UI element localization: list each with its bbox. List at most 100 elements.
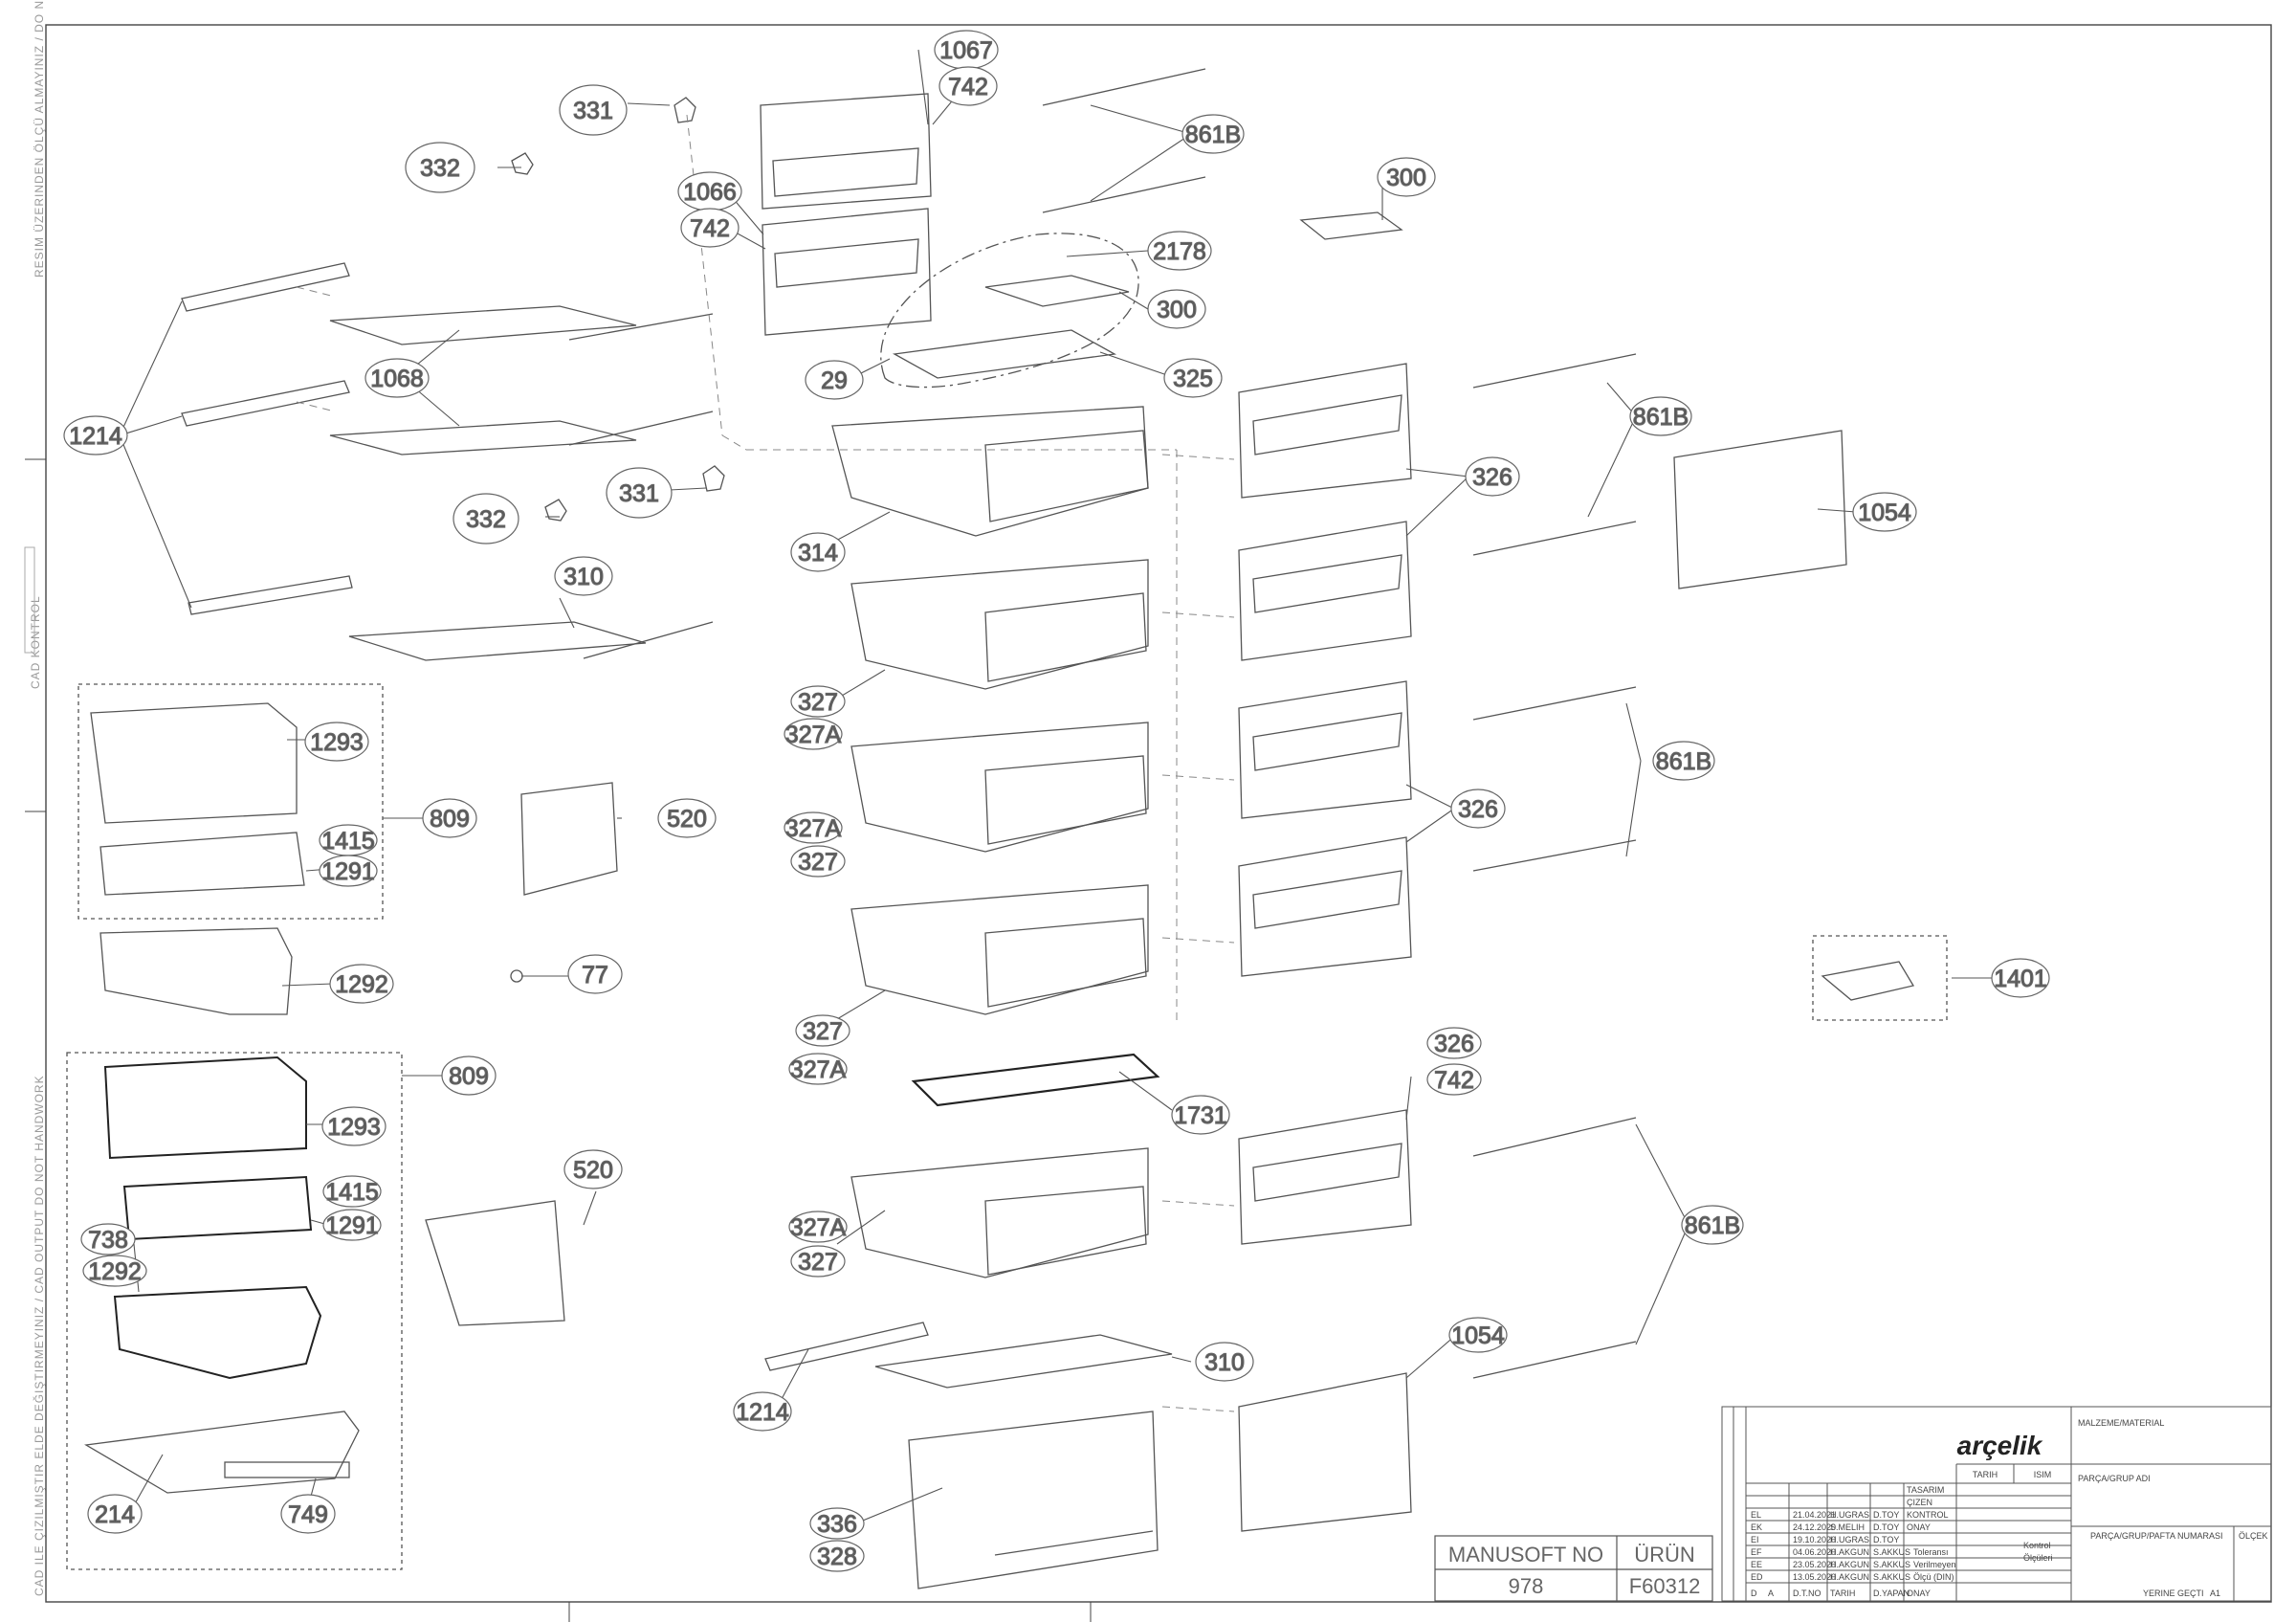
svg-text:327: 327: [798, 849, 838, 876]
manusoft-number: 978: [1509, 1574, 1544, 1598]
svg-text:H.UGRAS: H.UGRAS: [1830, 1535, 1869, 1544]
svg-text:D.YAPAN: D.YAPAN: [1873, 1589, 1910, 1598]
svg-text:326: 326: [1434, 1031, 1474, 1057]
glass-shelf-1: [329, 305, 637, 345]
svg-text:24.12.2020: 24.12.2020: [1793, 1522, 1836, 1532]
callout-1731: 1731: [1171, 1095, 1230, 1135]
callout-77: 77: [567, 954, 623, 994]
svg-text:04.06.2020: 04.06.2020: [1793, 1547, 1836, 1557]
svg-text:S.MELIH: S.MELIH: [1830, 1522, 1865, 1532]
svg-text:D: D: [1751, 1589, 1757, 1598]
group-box-809-upper: [77, 683, 384, 920]
callout-1214: 1214: [733, 1391, 792, 1432]
svg-text:326: 326: [1458, 796, 1498, 823]
svg-text:325: 325: [1173, 366, 1213, 392]
svg-text:D.T.NO: D.T.NO: [1793, 1589, 1821, 1598]
callout-1066: 1066: [677, 171, 742, 211]
svg-text:331: 331: [573, 98, 613, 124]
callout-331: 331: [606, 467, 673, 519]
svg-text:2178: 2178: [1153, 238, 1206, 265]
callout-bubbles: 1067 742 331 332 861B 300 1066 742 2178 …: [63, 30, 2050, 1572]
clip-332-top: [511, 152, 534, 175]
role-approve: ONAY: [1907, 1522, 1931, 1532]
knob-77: [510, 969, 523, 983]
clip-332-mid: [544, 499, 567, 522]
callout-1415: 1415: [322, 1175, 382, 1208]
svg-text:861B: 861B: [1656, 748, 1711, 775]
svg-text:A: A: [1768, 1589, 1774, 1598]
callout-861B: 861B: [1181, 114, 1245, 154]
callout-1293: 1293: [304, 722, 369, 762]
svg-text:1293: 1293: [327, 1114, 381, 1141]
panel-520-lower: [425, 1200, 565, 1326]
callout-1291: 1291: [322, 1209, 382, 1241]
callout-29: 29: [805, 360, 864, 400]
svg-text:310: 310: [1204, 1349, 1245, 1376]
svg-text:327: 327: [803, 1018, 843, 1045]
svg-text:1054: 1054: [1451, 1322, 1505, 1349]
footer-row: D A D.T.NO TARIH D.YAPAN ONAY: [1751, 1589, 1931, 1598]
svg-text:H.AKGUN: H.AKGUN: [1830, 1547, 1869, 1557]
drawer-327-d: [850, 1147, 1149, 1278]
callout-1291: 1291: [319, 855, 378, 887]
column-date: TARIH: [1973, 1470, 1998, 1479]
svg-text:D.TOY: D.TOY: [1873, 1535, 1899, 1544]
callout-809: 809: [441, 1055, 497, 1096]
callout-310: 310: [1195, 1342, 1254, 1382]
callout-326: 326: [1465, 456, 1520, 497]
column-name: ISIM: [2034, 1470, 2052, 1479]
role-check: KONTROL: [1907, 1510, 1949, 1520]
svg-text:TARIH: TARIH: [1830, 1589, 1855, 1598]
callout-1292: 1292: [82, 1255, 147, 1287]
callout-1415: 1415: [319, 824, 378, 856]
svg-text:310: 310: [563, 564, 604, 590]
svg-text:300: 300: [1386, 165, 1426, 191]
role-design: TASARIM: [1907, 1485, 1944, 1495]
scale-label: ÖLÇEK: [2239, 1531, 2268, 1541]
svg-text:327A: 327A: [785, 722, 842, 748]
role-draw: ÇIZEN: [1907, 1498, 1932, 1507]
callout-1293: 1293: [321, 1106, 386, 1146]
brand-logo: arçelik: [1957, 1431, 2043, 1460]
callout-325: 325: [1163, 358, 1223, 398]
svg-text:742: 742: [1434, 1067, 1474, 1094]
callout-738: 738: [80, 1223, 136, 1255]
callout-314: 314: [790, 532, 846, 572]
svg-text:214: 214: [95, 1501, 135, 1528]
callout-326: 326: [1426, 1027, 1482, 1059]
door-bin-1067: [760, 93, 932, 210]
svg-text:Ölçüleri: Ölçüleri: [2023, 1553, 2053, 1563]
callout-861B: 861B: [1652, 741, 1715, 781]
callout-520: 520: [657, 798, 717, 838]
svg-text:326: 326: [1472, 464, 1512, 491]
callout-1292: 1292: [329, 964, 394, 1004]
svg-text:ONAY: ONAY: [1907, 1589, 1931, 1598]
svg-text:327A: 327A: [790, 1056, 847, 1083]
svg-text:738: 738: [88, 1227, 128, 1254]
svg-text:H.UGRAS: H.UGRAS: [1830, 1510, 1869, 1520]
callout-2178: 2178: [1147, 231, 1212, 271]
part-name-label: PARÇA/GRUP ADI: [2078, 1474, 2151, 1483]
svg-text:ED: ED: [1751, 1572, 1763, 1582]
drawer-327-a: [850, 559, 1149, 690]
callout-1214: 1214: [63, 415, 128, 455]
shelf-rail-1214-lower: [764, 1322, 929, 1371]
svg-text:1292: 1292: [335, 971, 388, 998]
door-bins-326: [1238, 363, 1412, 1532]
svg-text:EK: EK: [1751, 1522, 1762, 1532]
drawer-327-b: [850, 722, 1149, 853]
callout-742: 742: [938, 66, 998, 106]
callout-328: 328: [809, 1540, 865, 1572]
svg-text:1066: 1066: [683, 179, 737, 206]
svg-text:Ölçü (DIN): Ölçü (DIN): [1913, 1572, 1954, 1582]
svg-text:Toleransı: Toleransı: [1913, 1547, 1949, 1557]
svg-text:EI: EI: [1751, 1535, 1759, 1544]
svg-text:749: 749: [288, 1501, 328, 1528]
callout-327: 327: [790, 845, 846, 878]
svg-text:1068: 1068: [370, 366, 424, 392]
svg-text:EE: EE: [1751, 1560, 1762, 1569]
detail-box-1401: [1812, 935, 1948, 1021]
callout-300: 300: [1377, 157, 1436, 197]
part-drawings: [66, 68, 1948, 1589]
